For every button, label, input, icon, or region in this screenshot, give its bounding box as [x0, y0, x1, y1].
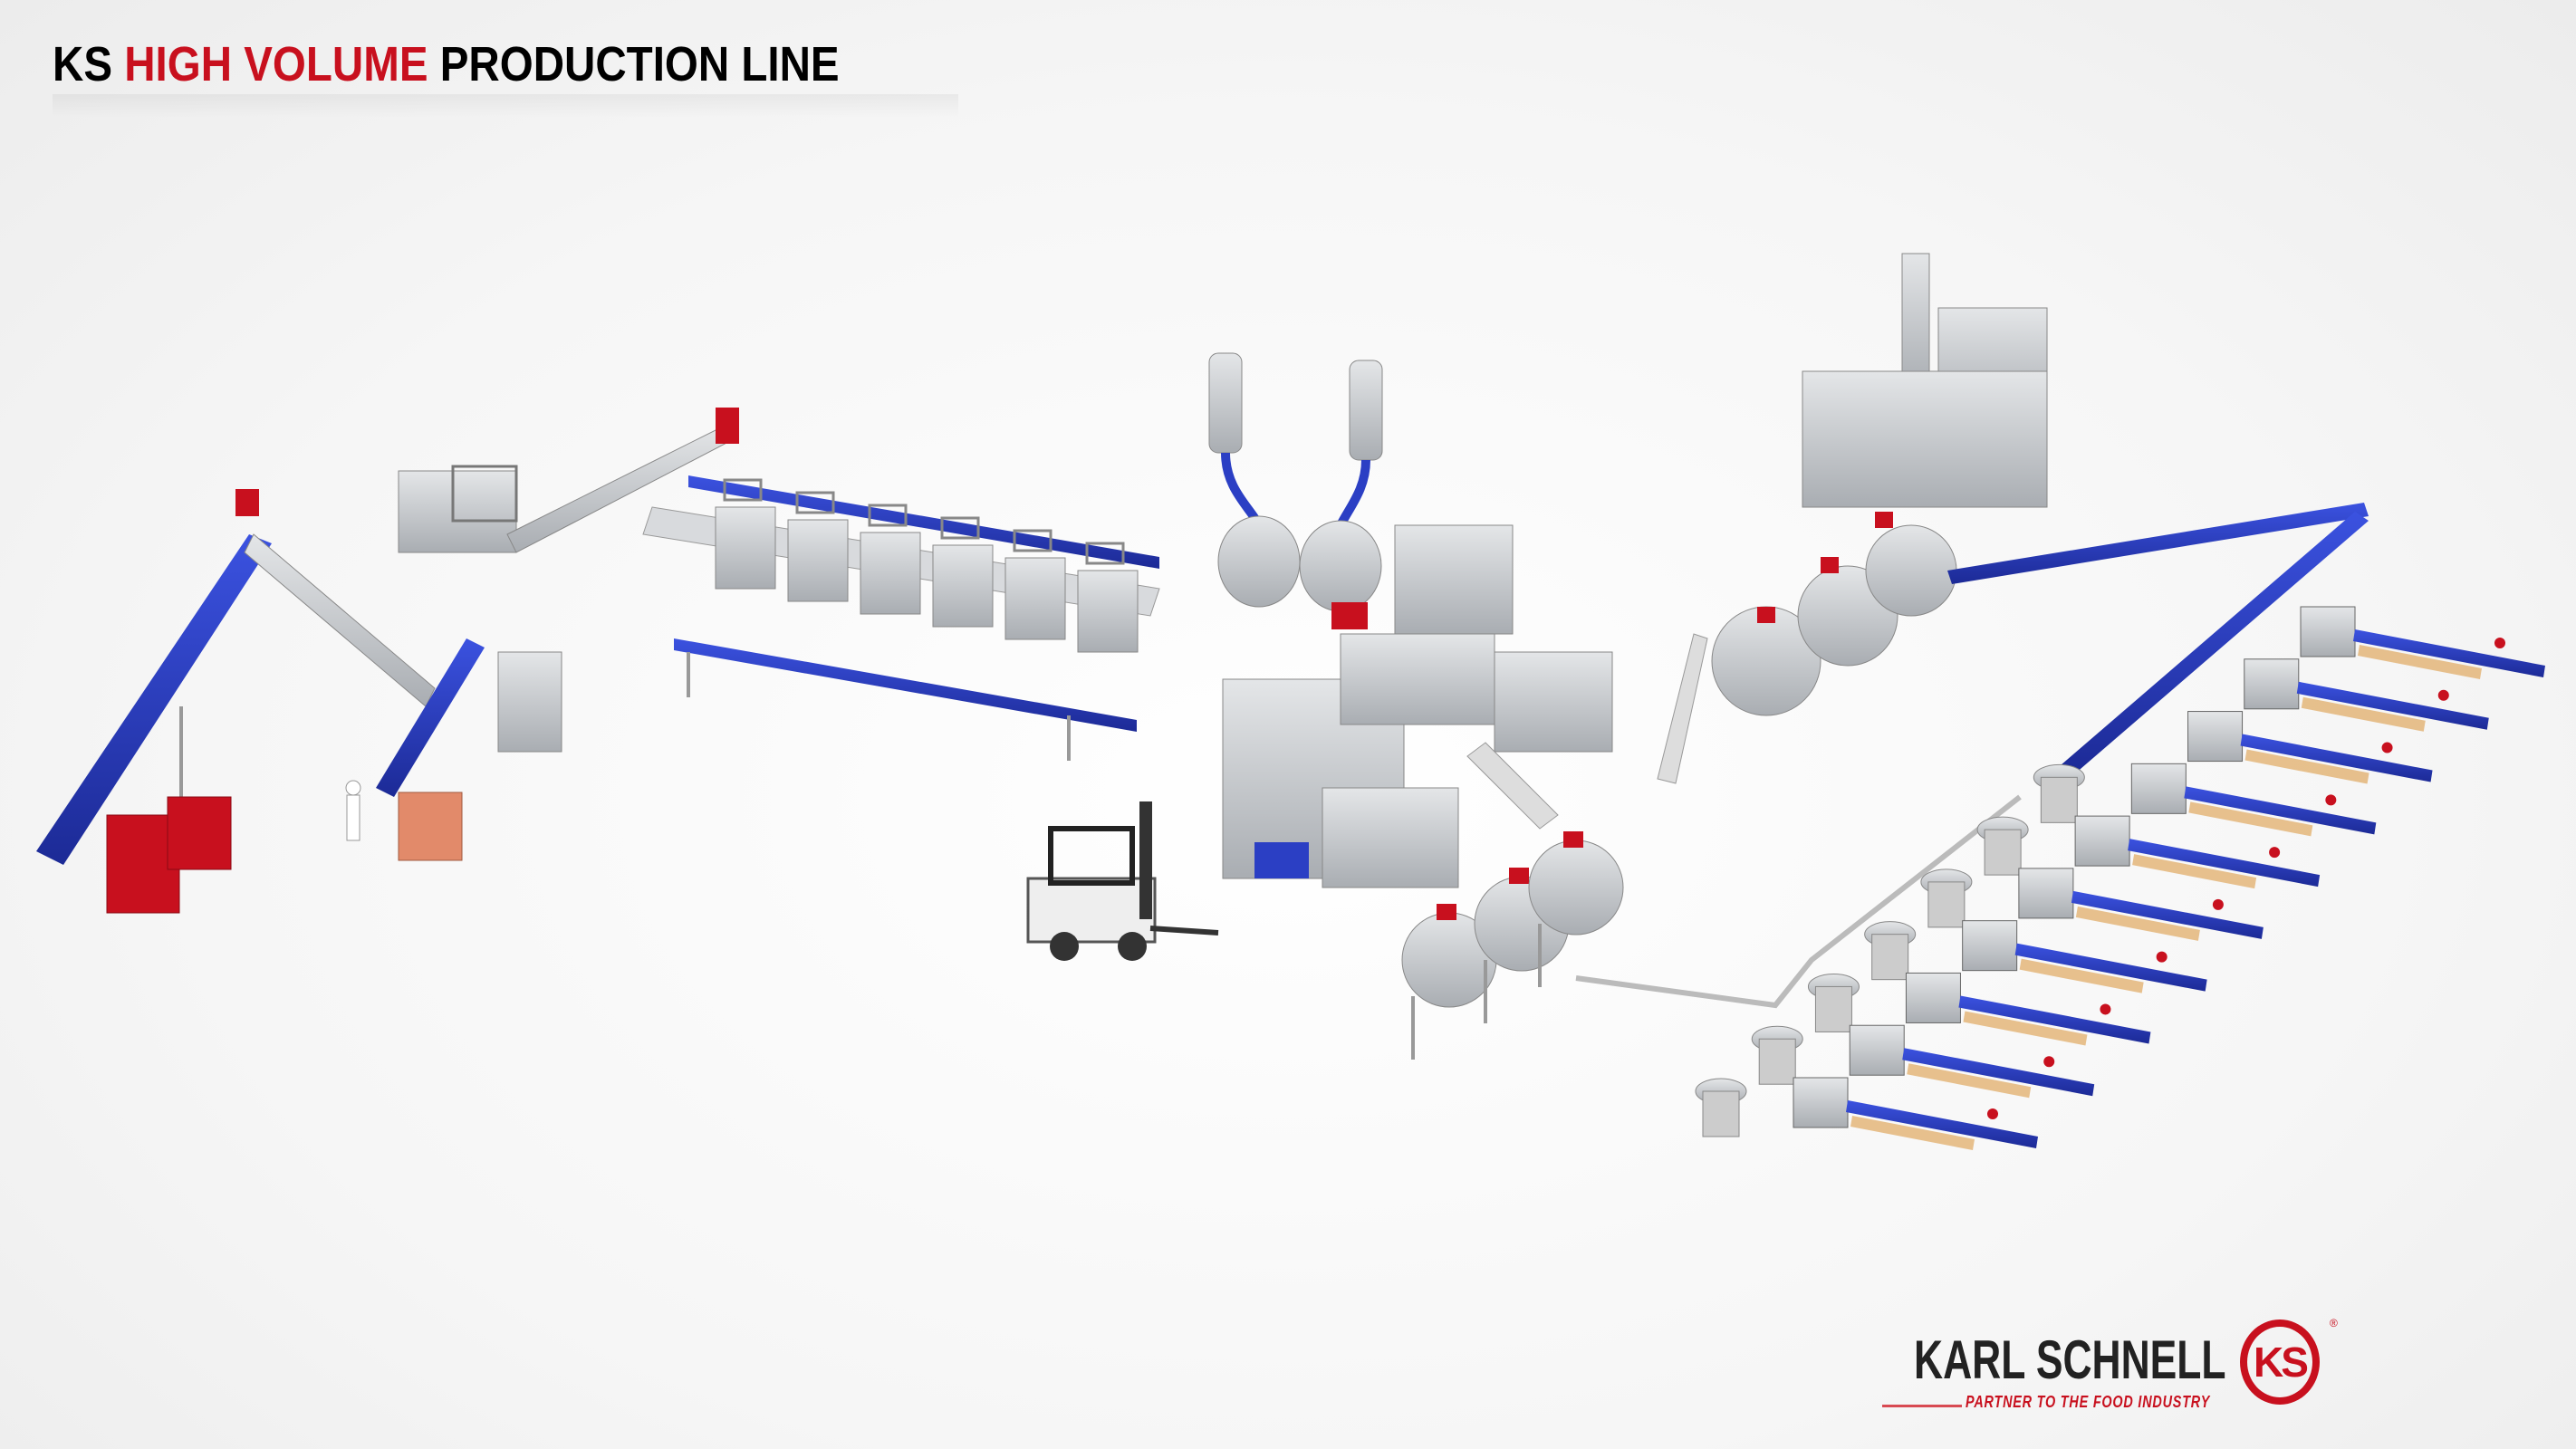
portioning-line: [1751, 1024, 2095, 1099]
portioning-line: [1807, 972, 2151, 1046]
portioning-line: [2300, 606, 2545, 679]
karl-schnell-logo: KARL SCHNELL PARTNER TO THE FOOD INDUSTR…: [1882, 1317, 2536, 1426]
motor: [716, 408, 739, 444]
portioning-line: [1976, 815, 2321, 889]
hopper: [932, 516, 994, 628]
hopper: [860, 504, 921, 615]
pallet-boxes: [398, 792, 463, 861]
portioning-line: [1695, 1077, 2038, 1150]
silos: [1208, 352, 1613, 888]
tagline-rule: [1882, 1405, 1962, 1407]
portioning-line: [2244, 658, 2489, 732]
cooking-section: [1657, 253, 2369, 784]
distribution-conveyor: [2061, 512, 2369, 774]
mixers: [1401, 831, 1624, 1060]
hopper: [787, 491, 849, 602]
portioning-line: [1864, 920, 2207, 993]
forklift: [1026, 801, 1219, 961]
title-reflection: [53, 94, 958, 118]
bottom-conveyor: [674, 638, 1137, 732]
weighing-platform: [642, 475, 1160, 761]
mixer: [1528, 831, 1624, 987]
title-suffix: PRODUCTION LINE: [439, 37, 840, 91]
portioning-line: [2033, 763, 2377, 837]
infeed-section: [36, 408, 739, 914]
top-conveyor: [688, 475, 1159, 569]
portioning-line: [1920, 868, 2264, 941]
portioning-lines: [1695, 606, 2545, 1150]
video-title: KS HIGH VOLUME PRODUCTION LINE: [53, 40, 840, 89]
ks-logo-mark: KS: [2240, 1319, 2320, 1405]
hopper: [1077, 542, 1139, 653]
pipeline: [1575, 794, 2022, 1009]
hopper: [715, 478, 776, 590]
transfer-conveyor: [1947, 503, 2369, 584]
title-highlight: HIGH VOLUME: [124, 37, 428, 91]
incline-conveyor-2: [376, 638, 485, 797]
title-prefix: KS: [53, 37, 113, 91]
registered-mark: ®: [2330, 1317, 2338, 1329]
logo-tagline: PARTNER TO THE FOOD INDUSTRY: [1966, 1393, 2211, 1411]
chute: [244, 533, 436, 707]
incline-conveyor-left: [36, 534, 272, 865]
ks-mark-text: KS: [2254, 1339, 2309, 1386]
logo-brand: KARL SCHNELL: [1914, 1329, 2226, 1390]
hopper: [1004, 529, 1066, 640]
portioning-line: [2187, 711, 2433, 784]
machine: [398, 470, 517, 553]
